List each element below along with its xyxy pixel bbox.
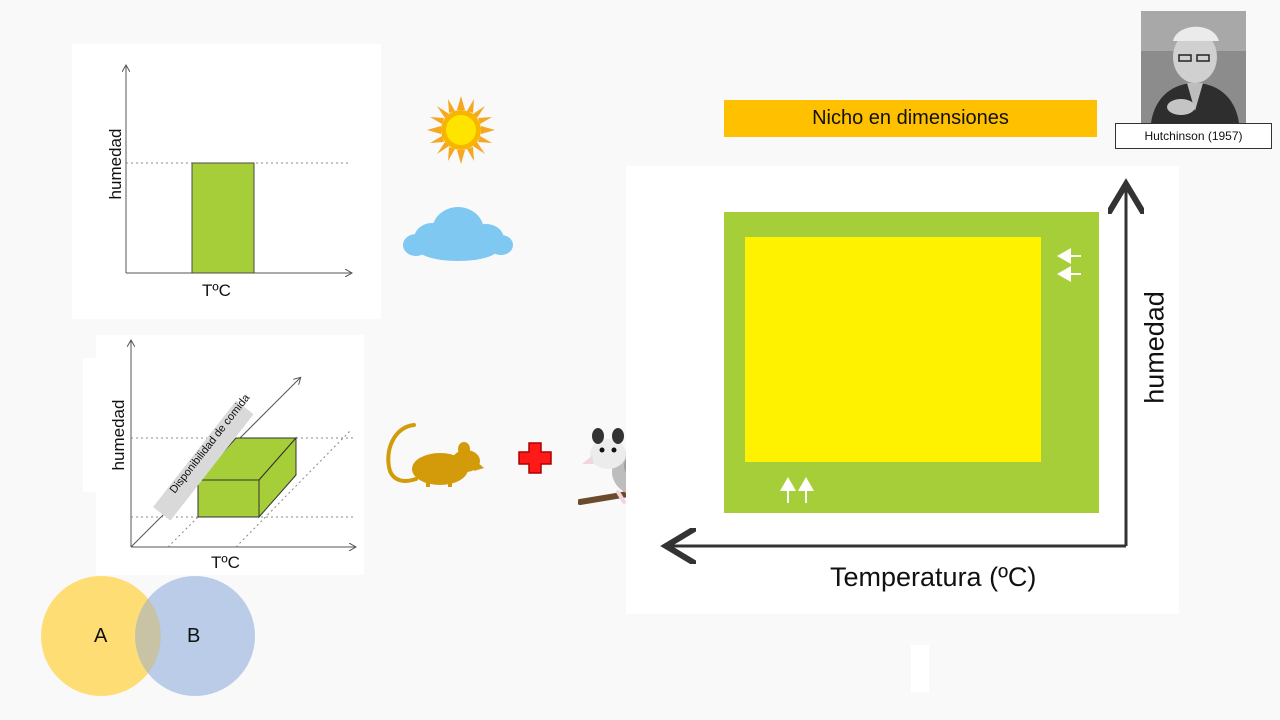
cloud-icon (403, 207, 513, 261)
venn-circle-a (41, 576, 161, 696)
realized-niche (745, 237, 1041, 462)
main-diagram (626, 166, 1179, 614)
venn-label-b: B (187, 625, 201, 647)
niche-box-front (197, 479, 260, 518)
chart-1d-y-label: humedad (106, 128, 125, 200)
chart-3d-panel-tab (83, 358, 103, 492)
sun-icon (427, 96, 495, 164)
chart-3d-x-label: TºC (211, 553, 240, 572)
plus-icon (518, 442, 552, 474)
chart-3d-axes (96, 335, 364, 575)
niche-bar (191, 162, 255, 274)
blank-rect (911, 645, 929, 692)
portrait-image (1141, 11, 1246, 123)
main-y-label: humedad (1139, 291, 1170, 404)
portrait-caption: Hutchinson (1957) (1115, 123, 1272, 149)
banner-title: Nicho en dimensiones (724, 100, 1097, 137)
chart-3d-y-label: humedad (109, 399, 128, 471)
venn-diagram (41, 576, 255, 696)
mouse-icon (386, 423, 484, 487)
chart-1d-panel: humedad TºC (72, 44, 381, 319)
venn-label-a: A (94, 625, 108, 647)
chart-1d-axes (72, 44, 381, 319)
main-x-label: Temperatura (ºC) (830, 562, 1037, 592)
venn-circle-b (135, 576, 255, 696)
chart-1d-x-label: TºC (202, 281, 231, 300)
